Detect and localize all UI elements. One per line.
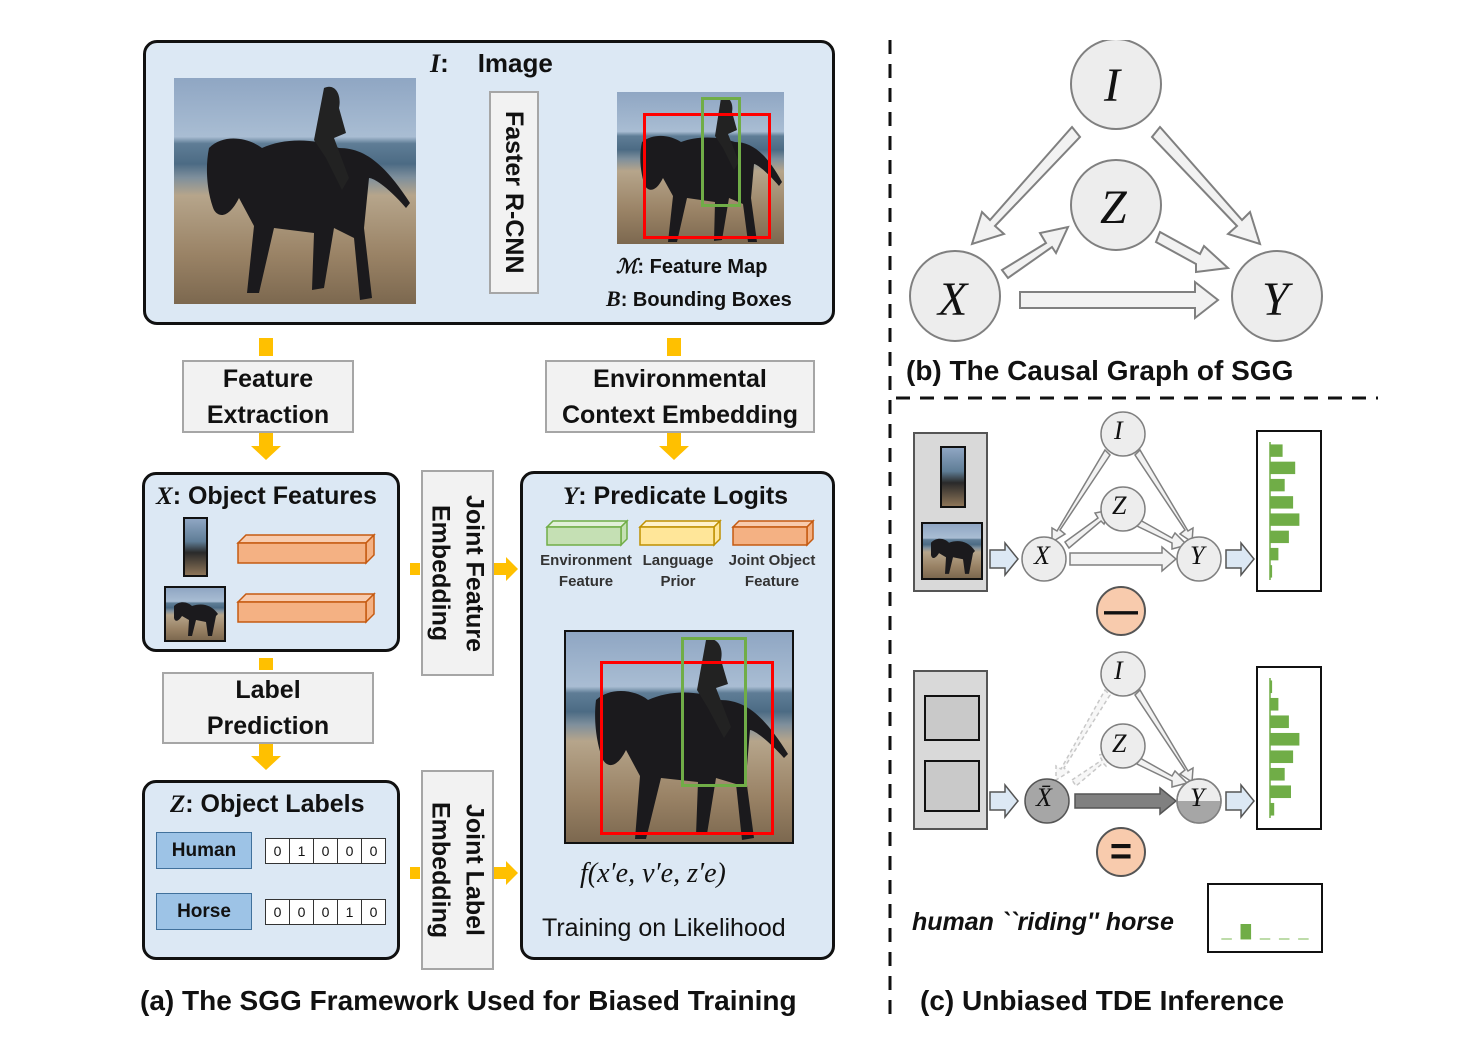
object-labels-title: Z: Object Labels (170, 790, 365, 818)
bottom-histogram (1256, 666, 1322, 830)
node-z-label: Z (1100, 181, 1127, 234)
formula: f(x′e, v′e, z′e) (580, 858, 726, 889)
hist-bottom-bar (1270, 785, 1291, 799)
hist-top-bar (1270, 461, 1296, 475)
image-title: I: Image (430, 48, 553, 78)
feature-map-label: ℳ: Feature Map (616, 256, 768, 278)
green-bbox (701, 97, 741, 207)
bottom-node-i: I (1114, 656, 1123, 685)
hist-top-bar (1270, 565, 1273, 578)
object-labels-panel (142, 780, 400, 960)
bottom-mini-graph-arrows (1055, 688, 1194, 816)
hist-top-bar (1270, 478, 1285, 492)
training-label: Training on Likelihood (542, 914, 786, 942)
red-bbox (643, 113, 771, 239)
blank-crop-1 (924, 695, 980, 741)
node-i (1070, 40, 1162, 130)
bottom-node-y: Y (1190, 783, 1205, 812)
hist-top-bar (1270, 513, 1300, 526)
top-node-y: Y (1190, 541, 1205, 570)
input-arrow-bottom (989, 782, 1019, 820)
node-i-label: I (1104, 59, 1120, 112)
object-features-title: X: Object Features (156, 482, 377, 510)
hist-bottom-bar (1270, 732, 1300, 746)
bottom-node-xbar: X̄ (1036, 783, 1052, 812)
input-photo (174, 78, 416, 304)
hist-top-bar (1270, 547, 1279, 561)
horse-feature-bar (236, 592, 376, 624)
input-arrow-top (989, 540, 1019, 578)
hist-bottom-bar (1270, 802, 1275, 816)
joint-object-feature-block (731, 519, 815, 547)
top-histogram (1256, 430, 1322, 592)
minus-symbol: — (1096, 586, 1146, 636)
output-arrow-bottom (1225, 782, 1255, 820)
top-node-x: X (1034, 541, 1050, 570)
human-label: Human (156, 832, 252, 869)
node-z (1070, 159, 1162, 251)
top-mini-graph-arrows (1051, 448, 1194, 573)
hist-result-bar (1240, 924, 1252, 939)
hist-top-bar (1270, 530, 1289, 544)
human-crop (183, 517, 208, 577)
top-node-z: Z (1112, 491, 1127, 520)
equals-symbol: = (1096, 827, 1146, 877)
predicate-green-bbox (681, 637, 747, 787)
node-x-label: X (938, 273, 968, 326)
hist-bottom-bar (1270, 767, 1285, 781)
horse-crop (164, 586, 226, 642)
top-node-i: I (1114, 416, 1123, 445)
faster-rcnn-box: Faster R-CNN (489, 91, 539, 294)
hist-bottom-bar (1270, 680, 1273, 694)
horse-label: Horse (156, 893, 252, 930)
node-y (1231, 250, 1323, 342)
bottom-mini-graph (1024, 651, 1222, 824)
bottom-node-z: Z (1112, 729, 1127, 758)
environment-feature-block (545, 519, 629, 547)
top-mini-graph (1021, 411, 1222, 582)
hist-bottom-bar (1270, 750, 1294, 764)
blank-crop-2 (924, 760, 980, 812)
caption-b: (b) The Causal Graph of SGG (906, 355, 1294, 386)
caption-a: (a) The SGG Framework Used for Biased Tr… (140, 985, 797, 1016)
node-y-label: Y (1262, 273, 1289, 326)
output-arrow-top (1225, 540, 1255, 578)
language-prior-block (638, 519, 722, 547)
orange-arrows (251, 338, 689, 885)
human-feature-bar (236, 533, 376, 565)
predicate-red-bbox (600, 661, 774, 835)
predicate-logits-title: Y: Predicate Logits (563, 482, 789, 510)
result-histogram (1207, 883, 1323, 953)
causal-graph-arrows (970, 125, 1262, 321)
hist-top-bar (1270, 496, 1294, 509)
hist-top-bar (1270, 444, 1283, 457)
caption-c: (c) Unbiased TDE Inference (920, 985, 1285, 1016)
causal-graph (909, 40, 1323, 342)
hist-bottom-bar (1270, 697, 1279, 711)
top-horse-crop (921, 522, 983, 580)
hist-bottom-bar (1270, 715, 1289, 729)
bbox-label: B: Bounding Boxes (606, 286, 792, 311)
top-human-crop (940, 446, 966, 508)
node-x (909, 250, 1001, 342)
result-text: human ``riding'' horse (912, 908, 1174, 936)
